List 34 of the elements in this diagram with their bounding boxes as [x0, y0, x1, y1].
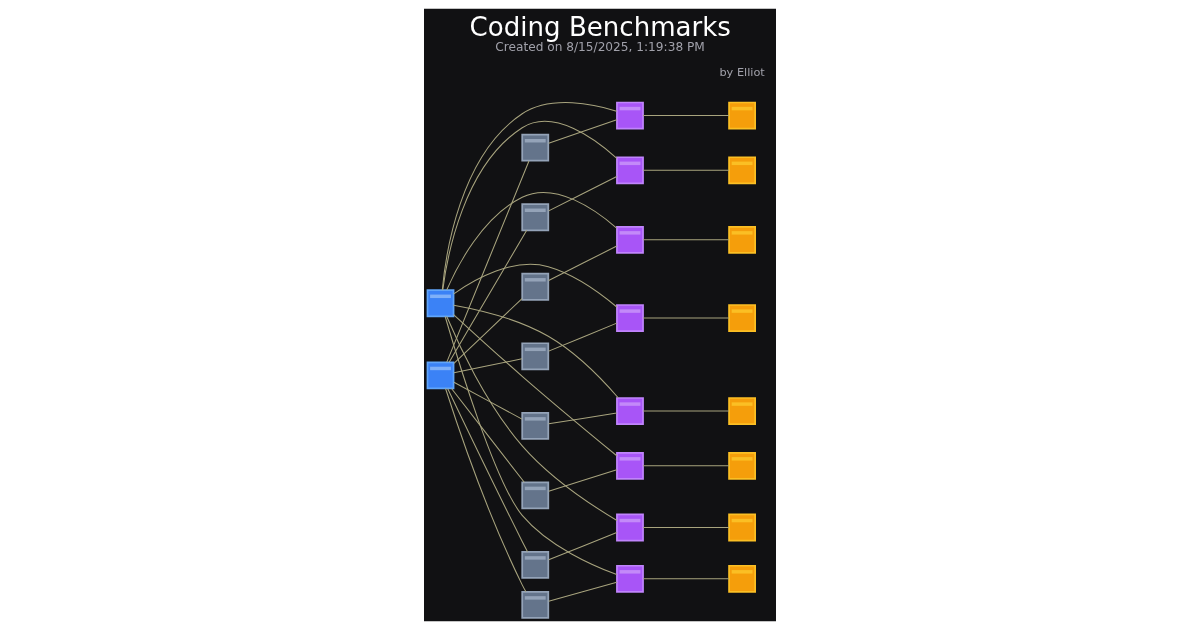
connector	[453, 304, 619, 399]
connector	[548, 531, 618, 561]
connector	[453, 263, 618, 308]
connector	[548, 469, 618, 492]
connector	[446, 192, 618, 291]
connector	[642, 317, 730, 319]
connector	[642, 115, 730, 117]
connector	[642, 169, 730, 171]
connector	[444, 315, 618, 576]
connector	[548, 119, 618, 144]
connector	[642, 465, 730, 467]
connector	[453, 381, 523, 420]
connector	[445, 387, 527, 593]
diagram-title: Coding Benchmarks	[469, 11, 731, 42]
connector	[451, 387, 525, 483]
connector	[453, 298, 523, 364]
node-box	[426, 361, 455, 390]
connector	[453, 314, 618, 457]
label: by Elliot	[719, 65, 765, 79]
connector	[642, 527, 730, 528]
node-box	[426, 289, 455, 318]
connector	[548, 176, 618, 212]
connector	[548, 412, 618, 425]
connector	[448, 229, 528, 363]
connector	[447, 388, 528, 553]
connector	[548, 245, 618, 281]
connector	[446, 160, 530, 363]
connector	[548, 322, 618, 352]
connector	[548, 581, 618, 602]
connector	[642, 410, 730, 412]
connector	[642, 239, 730, 241]
connector	[453, 358, 523, 374]
connector	[446, 316, 618, 521]
connector	[642, 578, 730, 580]
